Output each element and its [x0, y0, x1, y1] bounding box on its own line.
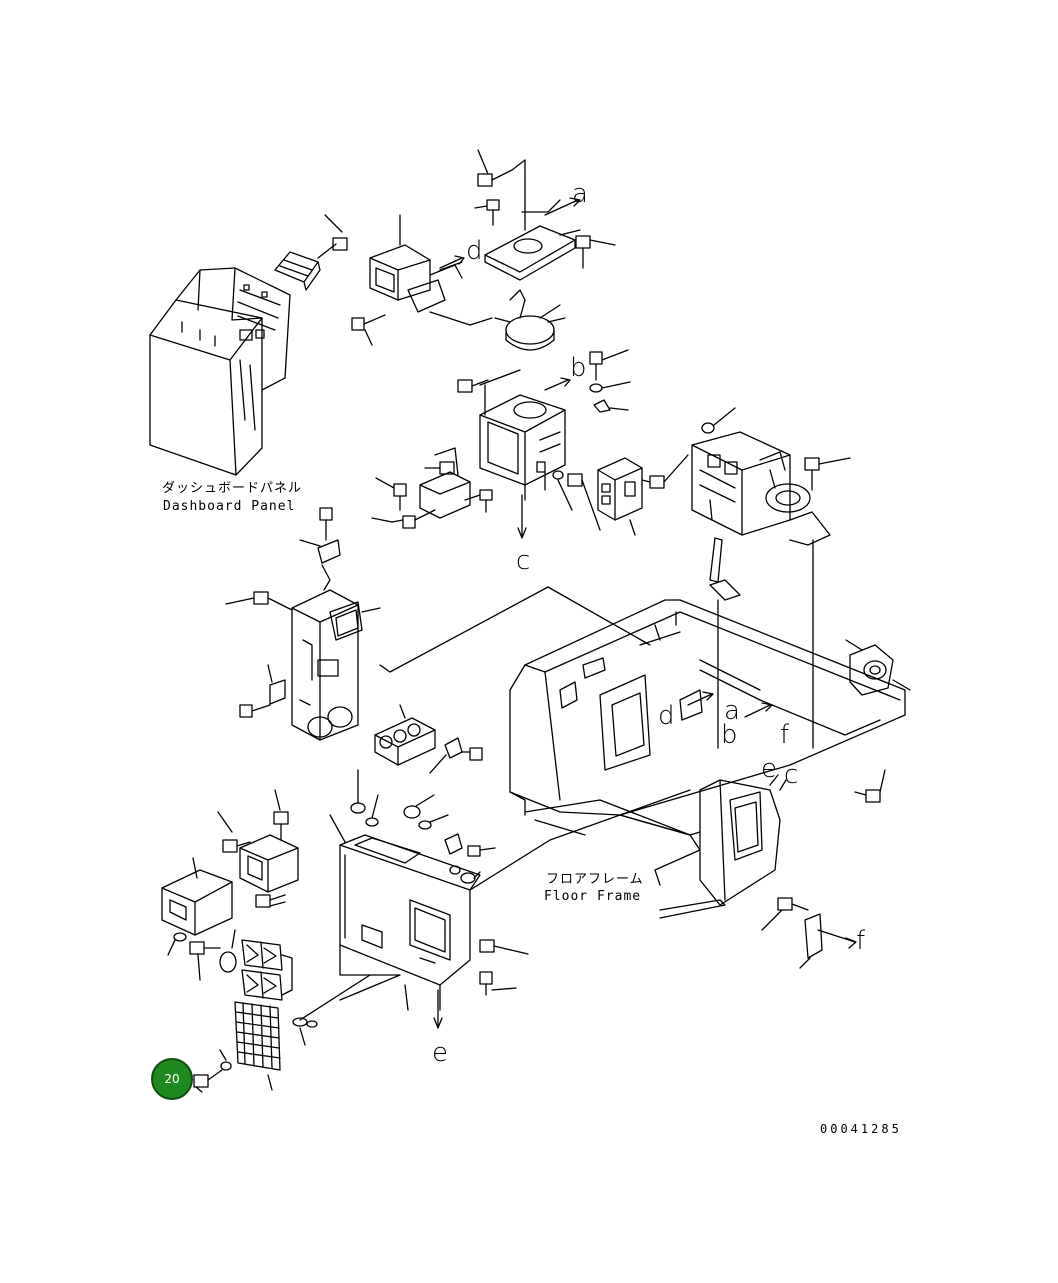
- arrow-d: [439, 255, 465, 269]
- harness-cable: [619, 814, 701, 886]
- callout-f-bottom[interactable]: f: [856, 926, 866, 956]
- dashboard-panel[interactable]: [149, 267, 291, 476]
- callout-a-top[interactable]: a: [572, 179, 588, 209]
- callout-f-floor[interactable]: f: [780, 720, 790, 750]
- bolts-lower-cover[interactable]: [444, 833, 529, 996]
- bolt-right-plate[interactable]: [559, 229, 616, 269]
- arrow-a: [544, 197, 581, 216]
- callout-a-floor[interactable]: a: [724, 696, 740, 726]
- clip-bolt[interactable]: [429, 737, 483, 774]
- side-panel[interactable]: [291, 589, 363, 741]
- callout-c-floor[interactable]: c: [784, 760, 799, 790]
- dashboard-panel-label-en: Dashboard Panel: [163, 499, 296, 514]
- bolt-ac[interactable]: [804, 457, 851, 491]
- bolt-floor-right[interactable]: [769, 769, 886, 803]
- bracket-left[interactable]: [419, 447, 471, 519]
- bolt-center[interactable]: [457, 379, 489, 393]
- blower-lower[interactable]: [161, 857, 233, 936]
- washers-center[interactable]: [350, 769, 449, 830]
- bolts-bottom-left[interactable]: [193, 1017, 318, 1093]
- callout-d-top[interactable]: d: [466, 236, 483, 266]
- vent-louvers[interactable]: [241, 939, 293, 1001]
- bolt-left-group[interactable]: [371, 461, 493, 529]
- callout-b-top[interactable]: b: [570, 353, 587, 383]
- bolt-b[interactable]: [589, 349, 631, 413]
- rear-duct-panel[interactable]: [659, 779, 781, 919]
- bolt-side-panel[interactable]: [225, 507, 381, 718]
- floor-frame[interactable]: [509, 599, 906, 836]
- dashboard-panel-label-jp: ダッシュボードパネル: [162, 481, 303, 496]
- bolt-dashboard[interactable]: [317, 214, 348, 259]
- leader-line: [404, 984, 409, 1011]
- bracket-f[interactable]: [761, 897, 857, 969]
- leader-line: [479, 369, 521, 416]
- grille-panel[interactable]: [234, 1001, 281, 1091]
- leader-line: [339, 944, 401, 1001]
- callout-e-floor[interactable]: e: [761, 754, 777, 784]
- arrow-down-c: [517, 494, 527, 539]
- selected-part-badge[interactable]: 20: [151, 1058, 193, 1100]
- blower-motor[interactable]: [494, 289, 566, 351]
- mounting-plate[interactable]: [484, 199, 576, 281]
- bolt-top-2[interactable]: [474, 199, 500, 226]
- leader-line: [299, 789, 691, 1021]
- leader-line: [379, 586, 651, 673]
- drawing-number: 00041285: [820, 1122, 902, 1136]
- bolt-duct[interactable]: [351, 261, 463, 346]
- ac-unit[interactable]: [691, 407, 831, 546]
- callout-d-floor[interactable]: d: [658, 701, 675, 731]
- floor-frame-label-en: Floor Frame: [544, 889, 642, 904]
- floor-arrows: [687, 691, 773, 718]
- valve-unit[interactable]: [597, 457, 643, 536]
- switch-module[interactable]: [274, 251, 321, 291]
- arrow-down-e: [433, 989, 443, 1029]
- insulation-block[interactable]: [374, 704, 436, 766]
- callout-e-bottom[interactable]: e: [432, 1038, 448, 1068]
- arrow-b: [544, 377, 571, 391]
- leader-line: [717, 539, 814, 749]
- bolts-lower-left[interactable]: [167, 789, 289, 981]
- drain-hose[interactable]: [709, 537, 741, 601]
- callout-c-top[interactable]: c: [516, 546, 531, 576]
- heater-frame[interactable]: [479, 394, 566, 501]
- bolt-valve[interactable]: [641, 454, 689, 489]
- clip-parts[interactable]: [536, 461, 601, 531]
- duct-connector[interactable]: [217, 811, 299, 893]
- floor-frame-label-jp: フロアフレーム: [546, 872, 644, 887]
- blower-fan-right[interactable]: [845, 639, 911, 696]
- bolt-top[interactable]: [477, 149, 526, 231]
- lower-cover[interactable]: [329, 814, 481, 1011]
- air-duct[interactable]: [369, 214, 493, 326]
- callout-b-floor[interactable]: b: [721, 720, 738, 750]
